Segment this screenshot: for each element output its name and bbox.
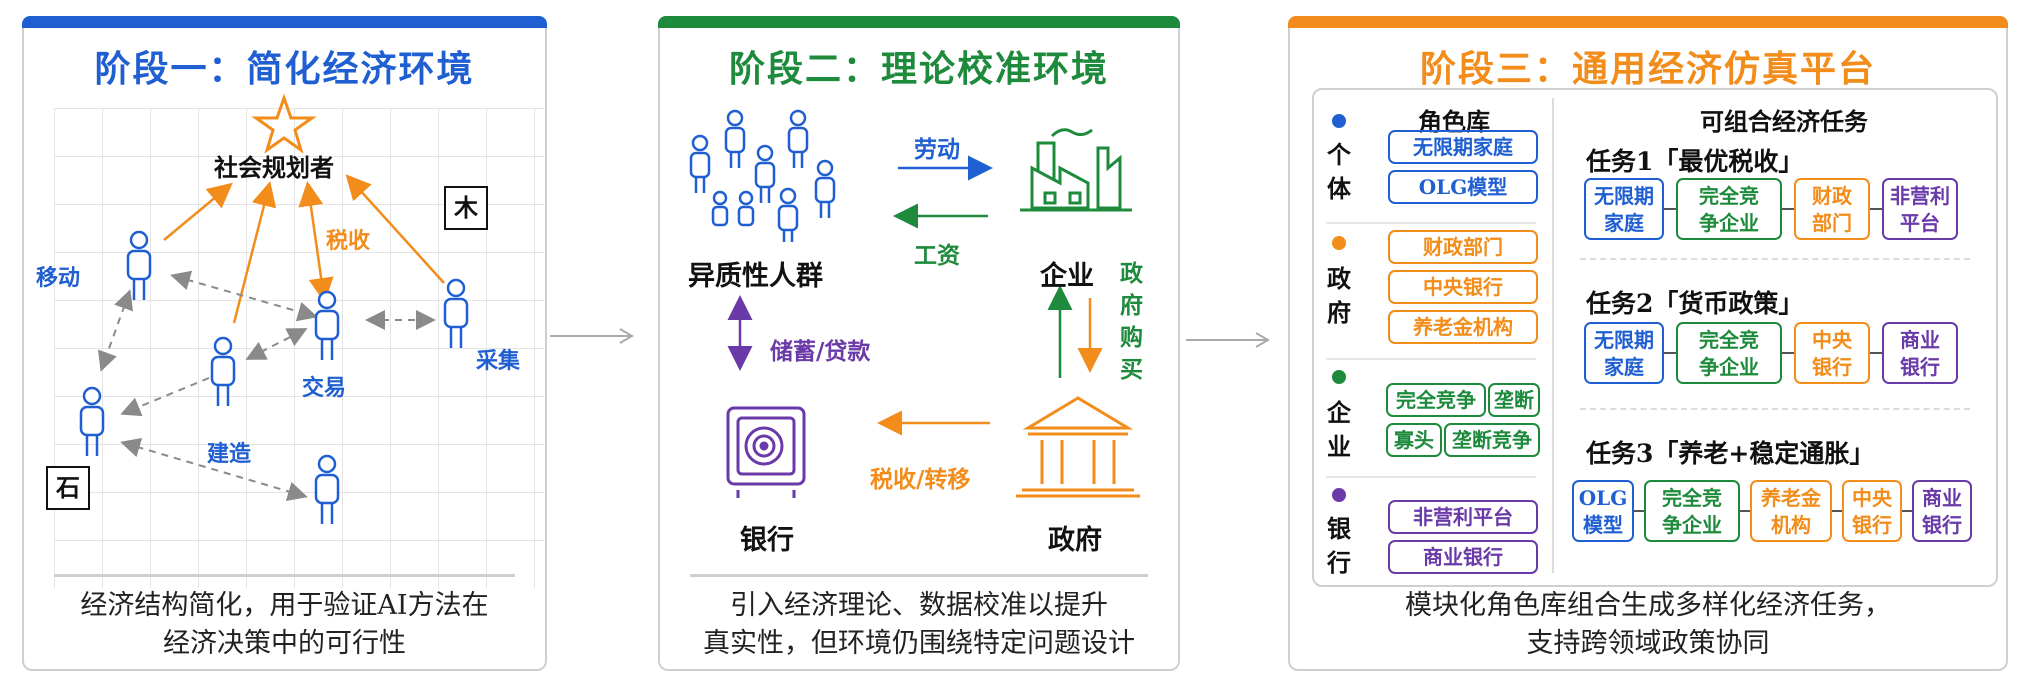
firm-label: 企业 [1040, 261, 1094, 292]
role-olg-model[interactable]: OLG模型 [1388, 170, 1538, 204]
gov-purchase-label: 政 府 购 买 [1120, 260, 1143, 383]
stone-resource-box: 石 [46, 466, 90, 510]
task3-connector [1740, 510, 1750, 512]
person-icon [210, 336, 236, 406]
stage1-footer-divider [54, 574, 515, 577]
stage2-footer-divider [690, 574, 1148, 577]
stage3-panel: 阶段三：通用经济仿真平台 角色库 可组合经济任务 个 体 无限期家庭 OLG模型… [1288, 16, 2008, 671]
stage1-title: 阶段一：简化经济环境 [94, 48, 475, 90]
task1-connector [1782, 208, 1794, 210]
collect-label: 采集 [476, 348, 521, 374]
category-divider [1326, 476, 1536, 478]
stage1-color-bar [22, 16, 547, 28]
government-dot [1332, 236, 1346, 250]
person-icon [126, 230, 152, 300]
task1-connector [1664, 208, 1676, 210]
task3-item-commercial-bank[interactable]: 商业银行 [1912, 480, 1972, 542]
task2-item-household[interactable]: 无限期家庭 [1584, 322, 1664, 384]
category-firm: 企 业 [1327, 398, 1351, 461]
population-label: 异质性人群 [688, 261, 823, 292]
role-oligopoly[interactable]: 寡头 [1386, 423, 1442, 457]
stage3-content-frame [1312, 88, 1998, 587]
category-government: 政 府 [1327, 264, 1351, 327]
stage2-title: 阶段二：理论校准环境 [728, 48, 1109, 90]
task2-connector [1870, 352, 1882, 354]
stage3-color-bar [1288, 16, 2008, 28]
task2-connector [1782, 352, 1794, 354]
move-label: 移动 [36, 265, 81, 291]
tax-transfer-label: 税收/转移 [870, 466, 971, 493]
arrow-stage2-to-stage3 [1186, 332, 1270, 348]
tax-label: 税收 [326, 228, 371, 254]
gov-label: 政府 [1048, 525, 1102, 556]
stage3-title: 阶段三：通用经济仿真平台 [1419, 48, 1876, 90]
star-icon [251, 93, 317, 154]
category-divider [1326, 358, 1536, 360]
role-pension-agency[interactable]: 养老金机构 [1388, 310, 1538, 344]
role-nonprofit-platform[interactable]: 非营利平台 [1388, 500, 1538, 534]
task2-item-firm[interactable]: 完全竞争企业 [1676, 322, 1782, 384]
library-divider [1552, 98, 1554, 573]
role-central-bank[interactable]: 中央银行 [1388, 270, 1538, 304]
person-icon [443, 278, 469, 348]
role-perfect-competition[interactable]: 完全竞争 [1386, 383, 1486, 417]
role-commercial-bank[interactable]: 商业银行 [1388, 540, 1538, 574]
task2-item-central-bank[interactable]: 中央银行 [1794, 322, 1870, 384]
task3-connector [1634, 510, 1644, 512]
arrow-stage1-to-stage2 [550, 328, 634, 344]
task3-title: 任务3「养老+稳定通胀」 [1586, 439, 1875, 468]
tasks-title: 可组合经济任务 [1700, 107, 1868, 136]
population-icon [689, 109, 836, 242]
task-divider [1580, 258, 1970, 260]
role-monopoly[interactable]: 垄断 [1488, 383, 1540, 417]
person-icon [79, 386, 105, 456]
category-individual: 个 体 [1327, 140, 1351, 203]
task1-item-firm[interactable]: 完全竞争企业 [1676, 178, 1782, 240]
task1-item-household[interactable]: 无限期家庭 [1584, 178, 1664, 240]
task1-item-nonprofit[interactable]: 非营利平台 [1882, 178, 1958, 240]
labor-label: 劳动 [914, 136, 960, 163]
person-icon [314, 454, 340, 524]
stage1-panel: 阶段一：简化经济环境 社会规划者 移动 [22, 16, 547, 671]
person-icon [314, 290, 340, 360]
government-building-icon [1016, 396, 1140, 498]
firm-dot [1332, 370, 1346, 384]
stage3-footer: 模块化角色库组合生成多样化经济任务， 支持跨领域政策协同 [1405, 590, 1891, 659]
individual-dot [1332, 114, 1346, 128]
vault-icon [726, 406, 806, 498]
task3-item-central-bank[interactable]: 中央银行 [1842, 480, 1902, 542]
build-label: 建造 [207, 441, 252, 467]
bank-dot [1332, 488, 1346, 502]
task1-connector [1870, 208, 1882, 210]
bank-label: 银行 [740, 525, 794, 556]
planner-label: 社会规划者 [214, 153, 334, 182]
task3-item-firm[interactable]: 完全竞争企业 [1644, 480, 1740, 542]
task2-item-commercial-bank[interactable]: 商业银行 [1882, 322, 1958, 384]
task3-item-pension[interactable]: 养老金机构 [1750, 480, 1832, 542]
task1-title: 任务1「最优税收」 [1586, 147, 1804, 176]
role-infinite-household[interactable]: 无限期家庭 [1388, 130, 1538, 164]
task2-title: 任务2「货币政策」 [1586, 289, 1804, 318]
category-bank: 银 行 [1327, 514, 1351, 577]
task1-item-fiscal[interactable]: 财政部门 [1794, 178, 1870, 240]
role-fiscal-department[interactable]: 财政部门 [1388, 230, 1538, 264]
task-divider [1580, 408, 1970, 410]
trade-label: 交易 [302, 375, 347, 401]
wood-resource-box: 木 [444, 186, 488, 230]
saving-loan-label: 储蓄/贷款 [770, 338, 871, 365]
wage-label: 工资 [914, 242, 960, 269]
stage2-diagram [689, 109, 1140, 498]
task3-connector [1832, 510, 1842, 512]
stage2-footer: 引入经济理论、数据校准以提升 真实性，但环境仍围绕特定问题设计 [703, 590, 1135, 659]
factory-icon [1020, 128, 1132, 212]
role-monopolistic-competition[interactable]: 垄断竞争 [1444, 423, 1540, 457]
category-divider [1326, 222, 1536, 224]
stage2-color-bar [658, 16, 1180, 28]
task3-connector [1902, 510, 1912, 512]
task2-connector [1664, 352, 1676, 354]
stage2-panel: 阶段二：理论校准环境 [658, 16, 1180, 671]
stage1-footer: 经济结构简化，用于验证AI方法在 经济决策中的可行性 [80, 590, 489, 659]
stage1-arrows [79, 93, 469, 524]
